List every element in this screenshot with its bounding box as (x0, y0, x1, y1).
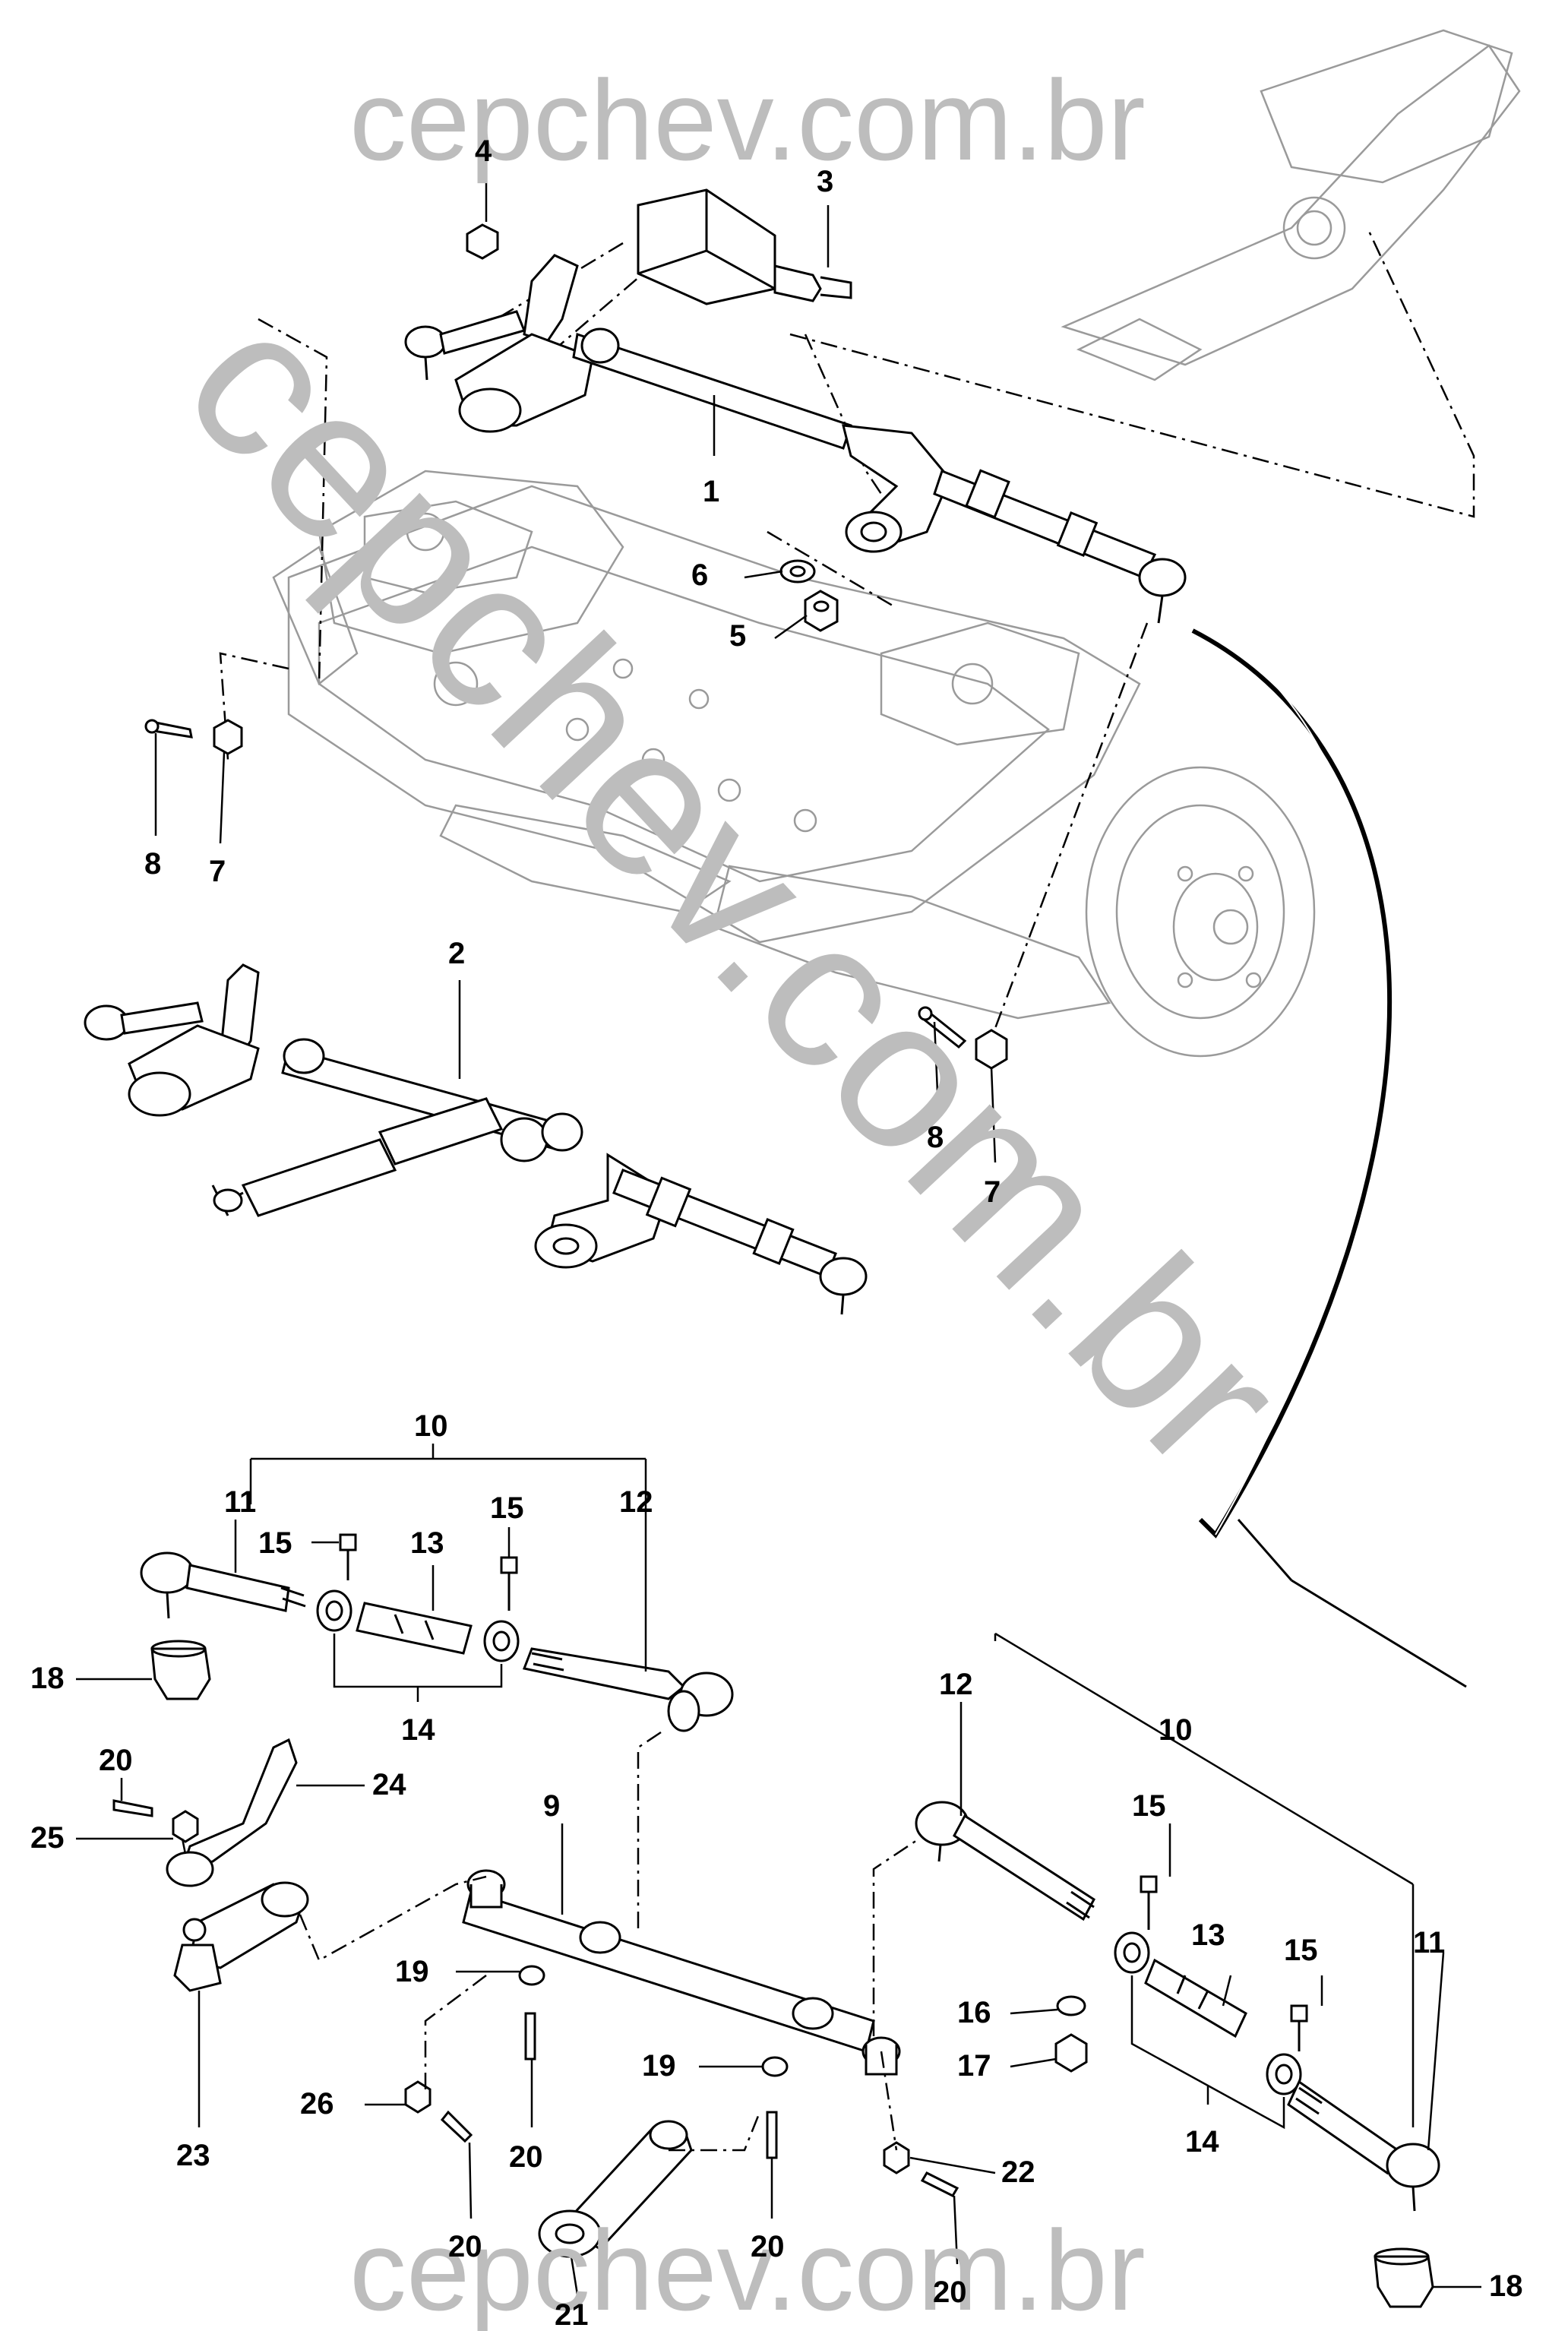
right-tie-rod-exploded (915, 1632, 1440, 2308)
callout-18-left: 18 (30, 1662, 65, 1695)
callout-15-a: 15 (258, 1526, 292, 1560)
section-divider-curve (1191, 622, 1467, 1688)
callout-7-right: 7 (984, 1175, 1001, 1209)
callout-16: 16 (957, 1996, 991, 2029)
left-tie-rod-exploded (140, 1444, 734, 1732)
cotter-pin-8-upper (144, 719, 193, 739)
callout-18-right: 18 (1489, 2269, 1523, 2303)
callout-14-left: 14 (401, 1713, 435, 1747)
castle-nut-7-right (975, 1029, 1008, 1070)
callout-14-right: 14 (1185, 2125, 1219, 2159)
ghosted-frame-background (272, 29, 1521, 1058)
callout-10-right: 10 (1159, 1713, 1193, 1747)
callout-7-upper: 7 (209, 855, 226, 888)
callout-20-b: 20 (509, 2140, 543, 2174)
callout-13-left: 13 (410, 1526, 444, 1560)
nut-5 (804, 590, 839, 632)
callout-15-b: 15 (490, 1491, 524, 1525)
callout-21: 21 (555, 2298, 589, 2331)
callout-8-right: 8 (927, 1121, 944, 1154)
steering-linkage-assembly-1 (404, 188, 1187, 624)
center-link-assembly (112, 1731, 959, 2258)
callout-12-left: 12 (619, 1485, 653, 1519)
callout-23: 23 (176, 2139, 210, 2172)
callout-9: 9 (543, 1789, 560, 1823)
callout-10-left: 10 (414, 1409, 448, 1443)
callout-19-b: 19 (642, 2049, 676, 2083)
callout-22: 22 (1001, 2155, 1035, 2189)
callout-4: 4 (475, 134, 492, 168)
castle-nut-7-upper (213, 719, 243, 755)
watermark-bottom: cepchev.com.br (349, 2206, 1146, 2331)
callout-17: 17 (957, 2049, 991, 2083)
callout-24: 24 (372, 1768, 406, 1801)
callout-1: 1 (703, 475, 719, 508)
callout-13-right: 13 (1191, 1918, 1225, 1952)
washer-6 (779, 559, 816, 584)
callout-numbers: 4 3 1 6 5 8 7 2 8 7 10 11 12 15 13 15 18… (30, 134, 1523, 2331)
callout-12-right: 12 (939, 1668, 973, 1701)
callout-5: 5 (729, 619, 746, 653)
callout-leaders (76, 175, 1481, 2295)
callout-20-d: 20 (751, 2230, 785, 2263)
callout-20-a: 20 (99, 1744, 133, 1777)
callout-19-a: 19 (395, 1955, 429, 1988)
callout-11-right: 11 (1413, 1926, 1445, 1959)
callout-15-c: 15 (1132, 1789, 1166, 1823)
callout-20-c: 20 (448, 2230, 482, 2263)
callout-26: 26 (300, 2087, 334, 2121)
callout-20-e: 20 (933, 2276, 967, 2309)
callout-15-d: 15 (1284, 1934, 1318, 1967)
cotter-pin-8-right (918, 1006, 967, 1049)
callout-25: 25 (30, 1821, 65, 1855)
callout-8-upper: 8 (144, 847, 161, 881)
callout-11-left: 11 (224, 1485, 256, 1519)
watermark-top: cepchev.com.br (349, 56, 1146, 184)
steering-linkage-assembly-2 (84, 963, 868, 1315)
callout-3: 3 (817, 165, 833, 198)
callout-6: 6 (691, 558, 708, 592)
callout-2: 2 (448, 937, 465, 970)
